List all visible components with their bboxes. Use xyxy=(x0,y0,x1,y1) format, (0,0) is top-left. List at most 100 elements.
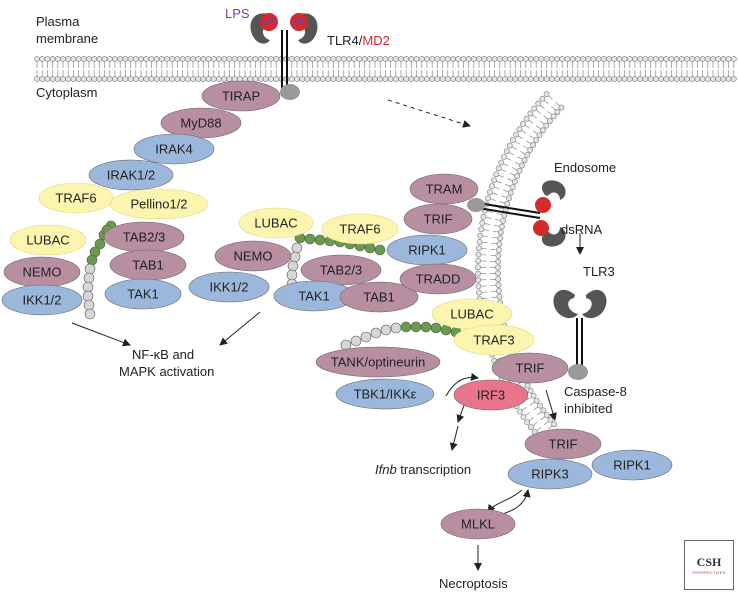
node-trif-top: TRIF xyxy=(403,203,473,235)
tir-domain-icon xyxy=(568,364,588,380)
node-label: TAB2/3 xyxy=(320,263,362,278)
node-label: LUBAC xyxy=(26,233,69,248)
plasma-membrane-label: membrane xyxy=(36,31,98,46)
node-label: LUBAC xyxy=(254,216,297,231)
node-label: MLKL xyxy=(461,517,495,532)
mapk-label: MAPK activation xyxy=(119,364,214,379)
node-label: TAK1 xyxy=(127,287,159,302)
node-tab1-mid: TAB1 xyxy=(339,281,419,313)
node-ikk12-left: IKK1/2 xyxy=(1,284,83,316)
node-trif-mid: TRIF xyxy=(491,352,569,384)
node-label: IRAK1/2 xyxy=(107,168,155,183)
node-label: TRAM xyxy=(426,182,463,197)
md2-icon xyxy=(535,197,551,213)
tir-domain-icon xyxy=(280,84,300,100)
md2-icon xyxy=(533,220,549,236)
logo-text: CSH xyxy=(696,555,722,569)
node-label: TRIF xyxy=(424,212,453,227)
node-tab23-mid: TAB2/3 xyxy=(300,254,382,286)
tlr3-receptor xyxy=(553,289,607,380)
node-lubac-left: LUBAC xyxy=(9,224,87,256)
node-label: TANK/optineurin xyxy=(331,355,425,370)
node-label: TAB1 xyxy=(363,290,395,305)
node-irf3: IRF3 xyxy=(453,379,529,411)
node-traf6-mid: TRAF6 xyxy=(321,213,399,245)
node-tab23-left: TAB2/3 xyxy=(103,221,185,253)
node-myd88: MyD88 xyxy=(160,107,242,139)
node-label: TIRAP xyxy=(222,89,260,104)
node-label: IRF3 xyxy=(477,388,505,403)
endosomal-tlr4-receptor xyxy=(467,180,566,247)
arrow xyxy=(219,311,261,346)
plasma-membrane xyxy=(34,56,737,82)
node-label: TRAF6 xyxy=(339,222,380,237)
node-label: TRIF xyxy=(516,361,545,376)
node-label: TRADD xyxy=(416,272,461,287)
node-label: TBK1/IKKε xyxy=(354,387,417,402)
node-tak1-mid: TAK1 xyxy=(273,280,355,312)
arrow xyxy=(499,489,531,516)
caspase-label: inhibited xyxy=(564,401,612,416)
node-label: TAB2/3 xyxy=(123,230,165,245)
csh-perspectives-logo: CSH PERSPECTIVES xyxy=(684,540,734,590)
node-label: TRIF xyxy=(549,437,578,452)
node-label: MyD88 xyxy=(180,116,221,131)
lps-label: LPS xyxy=(225,6,250,21)
node-label: LUBAC xyxy=(450,307,493,322)
nfkb-label: NF-κB and xyxy=(132,347,194,362)
internalization-arrow xyxy=(387,99,471,128)
lps-icon xyxy=(291,16,305,26)
node-tradd: TRADD xyxy=(399,263,477,295)
node-label: TRAF6 xyxy=(55,191,96,206)
node-ripk1-bottom: RIPK1 xyxy=(591,449,673,481)
node-irak4: IRAK4 xyxy=(133,133,215,165)
node-label: RIPK1 xyxy=(408,243,446,258)
node-ikk12-mid: IKK1/2 xyxy=(188,271,270,303)
node-label: TAK1 xyxy=(298,289,330,304)
node-tirap: TIRAP xyxy=(201,80,281,112)
node-traf6-left: TRAF6 xyxy=(38,182,114,214)
node-tak1-left: TAK1 xyxy=(104,278,182,310)
node-nemo-left: NEMO xyxy=(3,256,81,288)
node-label: IRAK4 xyxy=(155,142,193,157)
arrow xyxy=(449,425,459,451)
ifnb-transcription-label: Ifnb transcription xyxy=(375,462,471,477)
node-traf3: TRAF3 xyxy=(453,324,535,356)
node-label: TAB1 xyxy=(132,258,164,273)
node-label: RIPK1 xyxy=(613,458,651,473)
lps-icon xyxy=(261,16,275,26)
node-tank: TANK/optineurin xyxy=(315,346,441,378)
node-lubac-mid: LUBAC xyxy=(238,207,314,239)
node-tram: TRAM xyxy=(409,173,479,205)
node-irak12: IRAK1/2 xyxy=(88,159,174,191)
node-pellino: Pellino1/2 xyxy=(109,188,209,220)
arrow xyxy=(487,489,523,513)
arrow xyxy=(71,322,131,347)
dsrna-label: dsRNA xyxy=(561,222,603,237)
plasma-membrane-label: Plasma xyxy=(36,14,80,29)
node-lubac-right: LUBAC xyxy=(431,298,513,330)
logo-subtext: PERSPECTIVES xyxy=(692,570,726,575)
node-label: IKK1/2 xyxy=(22,293,61,308)
tlr3-label: TLR3 xyxy=(583,264,615,279)
node-label: Pellino1/2 xyxy=(130,197,187,212)
tlr4-receptor xyxy=(250,13,318,100)
node-mlkl: MLKL xyxy=(440,508,516,540)
endosome-label: Endosome xyxy=(554,160,616,175)
arrow xyxy=(545,389,557,421)
necroptosis-label: Necroptosis xyxy=(439,576,508,591)
node-ripk1-top: RIPK1 xyxy=(386,234,468,266)
node-label: TRAF3 xyxy=(473,333,514,348)
node-nemo-mid: NEMO xyxy=(214,240,292,272)
tlr4-md2-label: TLR4/MD2 xyxy=(327,33,390,48)
node-label: RIPK3 xyxy=(531,467,569,482)
node-tbk1: TBK1/IKKε xyxy=(335,378,435,410)
caspase-label: Caspase-8 xyxy=(564,384,627,399)
node-ripk3: RIPK3 xyxy=(507,458,593,490)
node-tab1-left: TAB1 xyxy=(109,249,187,281)
node-label: NEMO xyxy=(23,265,62,280)
arrow xyxy=(445,372,479,397)
node-trif-bottom: TRIF xyxy=(524,428,602,460)
tir-domain-icon xyxy=(467,198,485,212)
